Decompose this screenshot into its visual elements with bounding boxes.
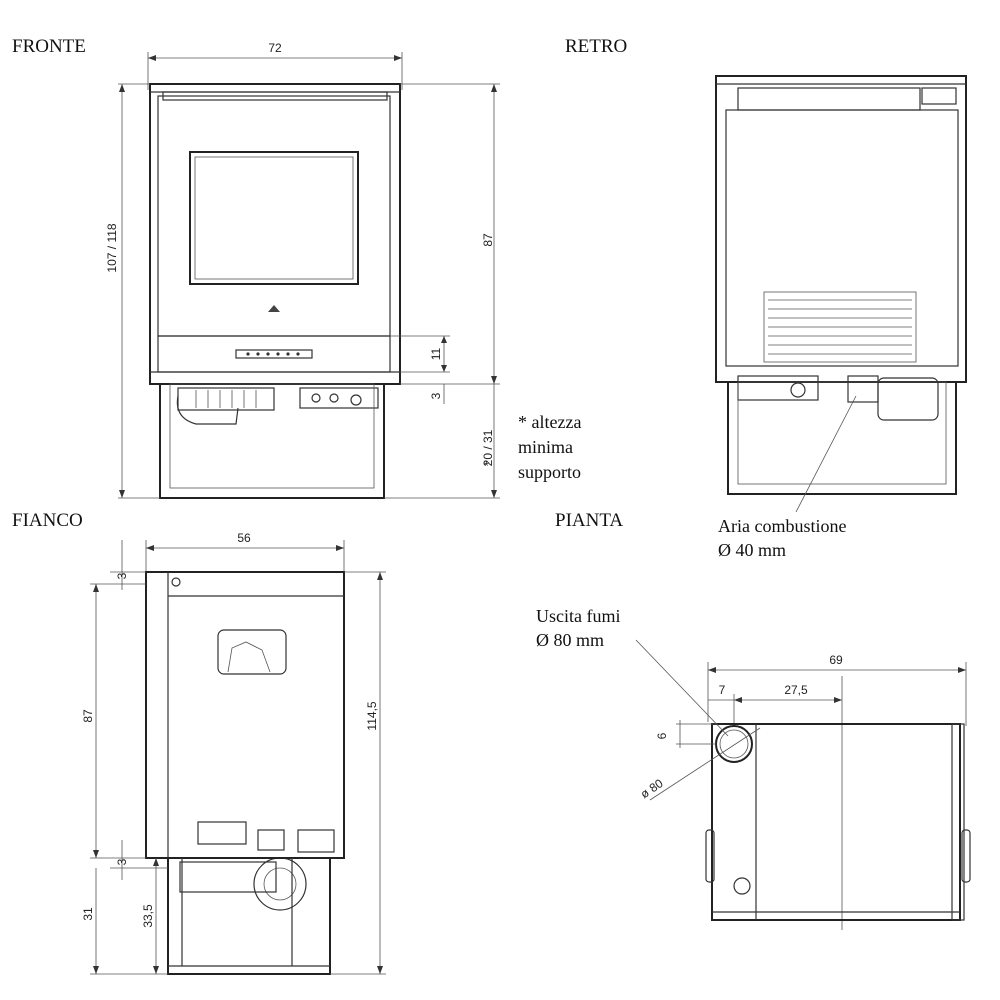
- note-support-line2: minima: [518, 437, 573, 457]
- front-door: [157, 95, 391, 337]
- side-body: [145, 571, 345, 859]
- dim-side-foot: 31: [81, 907, 95, 921]
- dim-side-bottom-gap: 3: [115, 858, 129, 865]
- dim-plan-offset-small: 7: [719, 683, 726, 697]
- dim-side-total-height: 114,5: [365, 701, 379, 730]
- plan-view: 69 7 27,5 6 ø 80: [635, 639, 971, 930]
- front-support-frame: [159, 383, 385, 499]
- dim-plan-flue-depth: 6: [655, 732, 669, 739]
- dim-plan-offset-axis: 27,5: [784, 683, 808, 697]
- dim-front-panel: 11: [429, 347, 443, 360]
- dim-plan-width: 69: [829, 653, 843, 667]
- dim-plan-flue-diameter: ø 80: [638, 776, 666, 801]
- back-vent-grille: [763, 291, 917, 363]
- dim-front-gap: 3: [429, 392, 443, 399]
- flue-outlet: [715, 725, 753, 763]
- plan-body: [711, 723, 961, 921]
- note-flue-line1: Uscita fumi: [536, 606, 620, 626]
- note-support-line1: * altezza: [518, 412, 581, 432]
- control-keypad: [235, 349, 313, 359]
- title-front: FRONTE: [12, 36, 86, 57]
- back-support-frame: [727, 381, 957, 495]
- side-window: [217, 629, 287, 675]
- back-view: [715, 75, 967, 513]
- side-support-frame: [167, 857, 331, 975]
- dim-front-support-star: *: [484, 459, 489, 473]
- front-view: 72: [105, 41, 500, 499]
- side-view: 56 3 87 3: [81, 531, 386, 975]
- front-glass: [189, 151, 359, 285]
- note-flue-line2: Ø 80 mm: [536, 630, 604, 650]
- title-plan: PIANTA: [555, 510, 623, 531]
- dim-side-body-height: 87: [81, 709, 95, 723]
- back-panel: [725, 109, 959, 367]
- dim-front-width: 72: [268, 41, 282, 55]
- dim-front-total-height: 107 / 118: [105, 223, 119, 272]
- air-inlet: [847, 375, 879, 403]
- dim-side-support: 33,5: [141, 904, 155, 928]
- note-air-line1: Aria combustione: [718, 516, 846, 536]
- title-side: FIANCO: [12, 510, 83, 531]
- note-support-line3: supporto: [518, 462, 581, 482]
- dim-side-top-gap: 3: [115, 572, 129, 579]
- brand-logo-icon: [268, 305, 280, 312]
- dim-front-support: 20 / 31: [481, 429, 495, 466]
- side-fan: [253, 857, 307, 911]
- title-back: RETRO: [565, 36, 627, 57]
- dim-side-depth: 56: [237, 531, 251, 545]
- front-control-panel: [157, 335, 391, 373]
- note-air-line2: Ø 40 mm: [718, 540, 786, 560]
- dim-front-body-height: 87: [481, 233, 495, 247]
- front-body: [149, 83, 401, 385]
